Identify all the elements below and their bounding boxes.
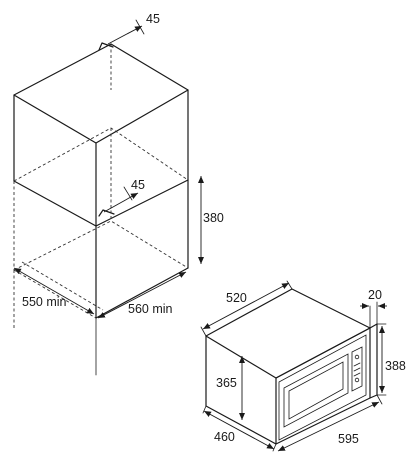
label-inner-depth: 45 bbox=[131, 178, 145, 192]
opening-notch bbox=[98, 209, 115, 217]
cabinet-top bbox=[13, 43, 189, 144]
label-device-height-body: 365 bbox=[216, 376, 237, 390]
dim-niche-height: 380 bbox=[198, 176, 224, 264]
dim-device-depth: 520 bbox=[200, 280, 293, 337]
hidden-back-lower bbox=[13, 220, 189, 271]
label-device-side-depth: 460 bbox=[214, 430, 235, 444]
dim-top-depth: 45 bbox=[107, 12, 160, 45]
dim-niche-width: 560 min bbox=[97, 271, 187, 319]
control-buttons-icon bbox=[353, 362, 361, 377]
control-knob2-icon bbox=[354, 377, 360, 383]
dim-front-offset: 20 bbox=[360, 288, 387, 329]
dim-device-height-outer: 388 bbox=[376, 323, 406, 396]
label-device-depth: 520 bbox=[226, 291, 247, 305]
label-front-offset: 20 bbox=[368, 288, 382, 302]
dim-device-height-body: 365 bbox=[216, 356, 245, 420]
control-panel bbox=[351, 346, 363, 392]
device-frame-protrusion bbox=[369, 323, 378, 399]
dim-inner-depth: 45 bbox=[103, 178, 145, 213]
dim-device-width: 595 bbox=[277, 394, 383, 452]
microwave-device bbox=[205, 288, 378, 445]
cabinet-opening-top bbox=[13, 179, 189, 227]
label-niche-width: 560 min bbox=[128, 302, 173, 316]
label-niche-height: 380 bbox=[203, 211, 224, 225]
hidden-back-upper bbox=[13, 127, 189, 182]
device-side bbox=[205, 335, 277, 445]
label-device-width: 595 bbox=[338, 432, 359, 446]
label-top-depth: 45 bbox=[146, 12, 160, 26]
dim-niche-depth: 550 min bbox=[13, 267, 95, 315]
cabinet-niche bbox=[13, 42, 189, 376]
cabinet-top-notch bbox=[98, 42, 114, 51]
dim-device-side-depth: 460 bbox=[202, 405, 277, 452]
device-frame-inner bbox=[278, 334, 367, 441]
label-niche-depth: 550 min bbox=[22, 295, 67, 309]
hidden-front-lower bbox=[13, 269, 97, 319]
label-device-height-outer: 388 bbox=[385, 359, 406, 373]
device-front-frame bbox=[275, 327, 371, 445]
control-knob-icon bbox=[354, 354, 360, 360]
